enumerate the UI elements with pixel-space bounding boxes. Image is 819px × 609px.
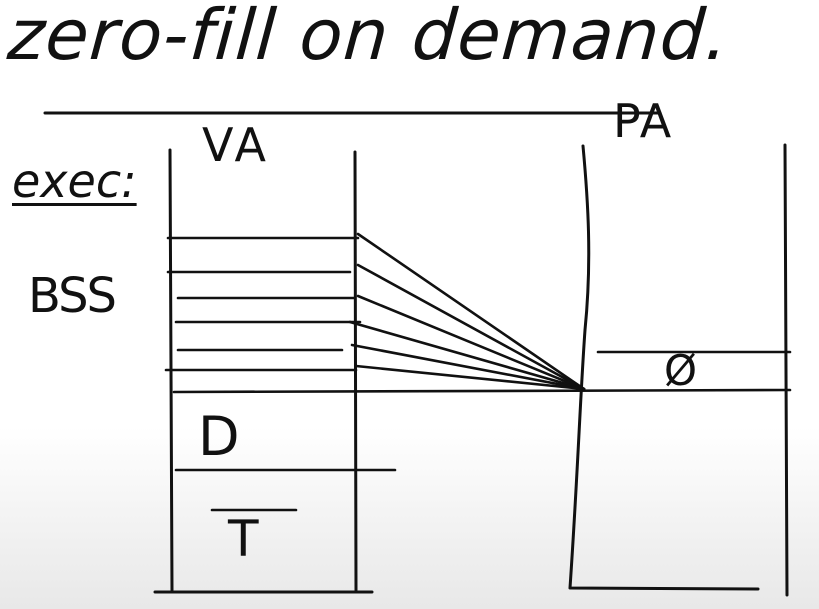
bss-label: BSS bbox=[28, 268, 117, 324]
pa-right-border bbox=[783, 143, 789, 597]
mapping-line bbox=[354, 364, 586, 391]
mapping-line bbox=[356, 263, 586, 391]
pa-left-border bbox=[568, 144, 760, 591]
va-label: VA bbox=[202, 118, 270, 172]
zero-page-label: Ø bbox=[664, 346, 698, 395]
title-heading: zero-fill on demand. bbox=[5, 0, 732, 76]
mapping-line bbox=[356, 232, 586, 391]
bss-bottom-line bbox=[172, 388, 792, 394]
mapping-line bbox=[356, 294, 586, 391]
exec-label: exec: bbox=[12, 154, 137, 208]
text-segment-label: T bbox=[228, 510, 259, 568]
mapping-line bbox=[350, 343, 586, 391]
data-segment-label: D bbox=[198, 405, 240, 468]
mapping-line bbox=[348, 320, 586, 391]
pa-label: PA bbox=[613, 94, 674, 148]
mapping-lines bbox=[348, 232, 586, 391]
